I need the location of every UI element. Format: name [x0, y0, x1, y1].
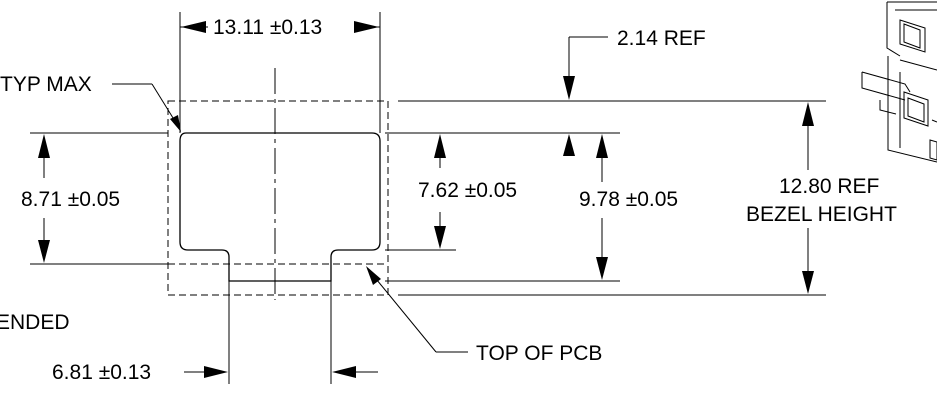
arrow-left-icon — [181, 21, 206, 33]
arrow-214-down-icon — [563, 76, 575, 100]
label-h-762: 7.62 ±0.05 — [418, 179, 517, 202]
arrow-214-up-icon — [563, 134, 575, 156]
label-top-of-pcb: TOP OF PCB — [476, 342, 602, 365]
label-ref-214: 2.14 REF — [617, 27, 706, 50]
label-bezel-height: BEZEL HEIGHT — [746, 203, 897, 226]
arrow-1280-down-icon — [802, 271, 814, 294]
arrow-871-down-icon — [38, 240, 50, 263]
arrow-681-right-icon — [332, 366, 356, 378]
arrow-978-down-icon — [596, 257, 608, 280]
connector-3d-illustration — [861, 1, 937, 163]
arrow-right-icon — [354, 21, 379, 33]
arrow-typ-max-icon — [170, 115, 181, 132]
label-h-871: 8.71 ±0.05 — [21, 188, 120, 211]
label-ended: ENDED — [0, 311, 70, 334]
label-bezel-ref: 12.80 REF — [779, 175, 879, 198]
arrow-978-up-icon — [596, 134, 608, 158]
bezel-outline — [167, 100, 389, 296]
label-typ-max: TYP MAX — [0, 73, 92, 96]
arrow-762-down-icon — [434, 226, 446, 249]
arrow-762-up-icon — [434, 134, 446, 158]
arrow-1280-up-icon — [802, 102, 814, 126]
label-width-top: 13.11 ±0.13 — [213, 16, 322, 39]
leader-pcb-d — [371, 273, 437, 353]
opening-profile — [179, 132, 381, 282]
arrow-871-up-icon — [38, 134, 50, 158]
label-h-978: 9.78 ±0.05 — [579, 188, 678, 211]
label-w-681: 6.81 ±0.13 — [52, 361, 151, 384]
arrow-pcb-icon — [366, 266, 381, 285]
arrow-681-left-icon — [204, 366, 228, 378]
